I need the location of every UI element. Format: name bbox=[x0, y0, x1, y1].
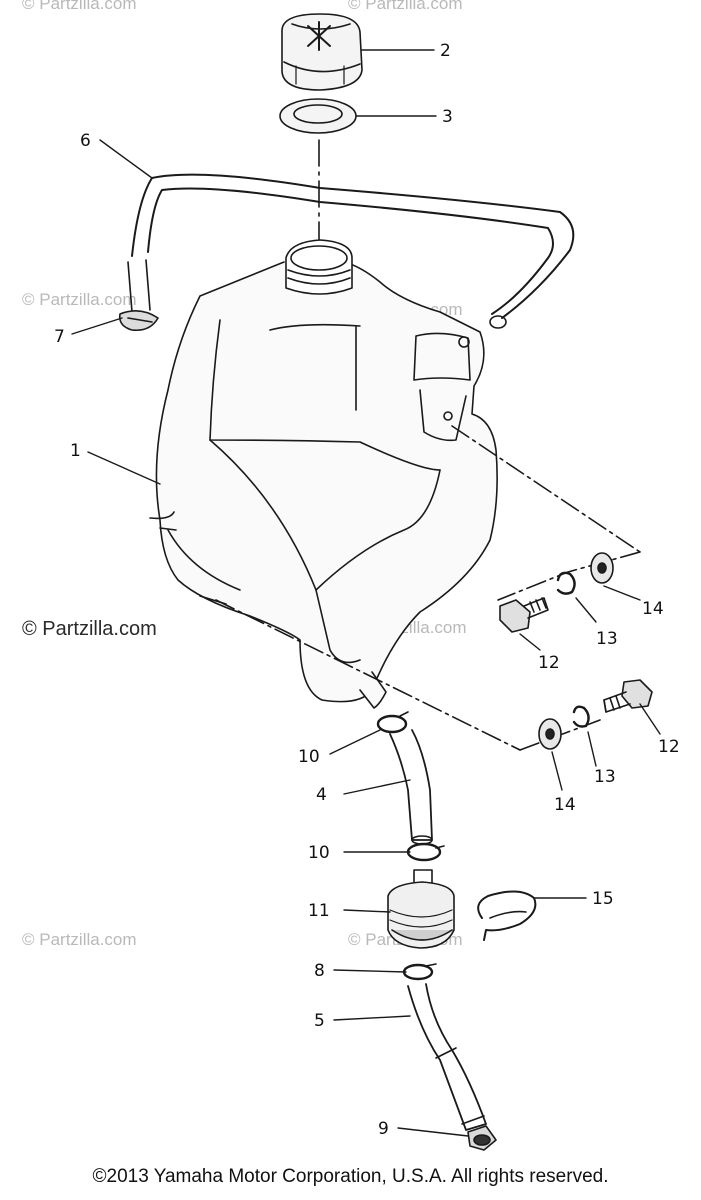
callout-9: 9 bbox=[378, 1119, 389, 1139]
washer-14-lower bbox=[538, 718, 562, 750]
callout-1: 1 bbox=[70, 441, 81, 461]
callout-10-upper: 10 bbox=[298, 747, 320, 767]
filler-cap bbox=[281, 13, 363, 91]
filter-clip-15 bbox=[477, 890, 537, 941]
fuel-hose-5 bbox=[407, 983, 487, 1131]
watermark: © Partzilla.com bbox=[22, 930, 137, 949]
callout-13-lower: 13 bbox=[594, 767, 616, 787]
callout-7: 7 bbox=[54, 327, 65, 347]
callout-8: 8 bbox=[314, 961, 325, 981]
callout-14-upper: 14 bbox=[642, 599, 664, 619]
callout-5: 5 bbox=[314, 1011, 325, 1031]
bolt-12-lower bbox=[603, 679, 653, 713]
callout-3: 3 bbox=[442, 107, 453, 127]
bolt-12-upper bbox=[499, 597, 549, 633]
callout-6: 6 bbox=[80, 131, 91, 151]
lock-washer-13-upper bbox=[556, 571, 576, 595]
gasket bbox=[279, 98, 357, 134]
callout-leaders bbox=[71, 49, 661, 1137]
callout-13-upper: 13 bbox=[596, 629, 618, 649]
callout-12-lower: 12 bbox=[658, 737, 680, 757]
fitting-9 bbox=[467, 1125, 497, 1151]
hose-clip-7 bbox=[118, 310, 159, 332]
copyright-notice: ©2013 Yamaha Motor Corporation, U.S.A. A… bbox=[92, 1166, 609, 1187]
fuel-hose-4 bbox=[389, 729, 433, 845]
hose-clamp-10-lower bbox=[406, 842, 445, 862]
hose-clamp-10-upper bbox=[376, 711, 409, 734]
washer-14-upper bbox=[590, 552, 614, 584]
fuel-filter bbox=[387, 869, 455, 949]
callout-15: 15 bbox=[592, 889, 614, 909]
callout-14-lower: 14 bbox=[554, 795, 576, 815]
callout-10-lower: 10 bbox=[308, 843, 330, 863]
lock-washer-13-lower bbox=[572, 705, 590, 728]
watermark: © Partzilla.com bbox=[22, 290, 137, 309]
hose-clamp-8 bbox=[402, 963, 437, 981]
watermark-main: © Partzilla.com bbox=[22, 618, 157, 640]
callout-2: 2 bbox=[440, 41, 451, 61]
fuel-tank bbox=[149, 239, 498, 709]
callout-12-upper: 12 bbox=[538, 653, 560, 673]
watermark: © Partzilla.com bbox=[348, 0, 463, 13]
watermark: © Partzilla.com bbox=[22, 0, 137, 13]
callout-11: 11 bbox=[308, 901, 330, 921]
callout-4: 4 bbox=[316, 785, 327, 805]
